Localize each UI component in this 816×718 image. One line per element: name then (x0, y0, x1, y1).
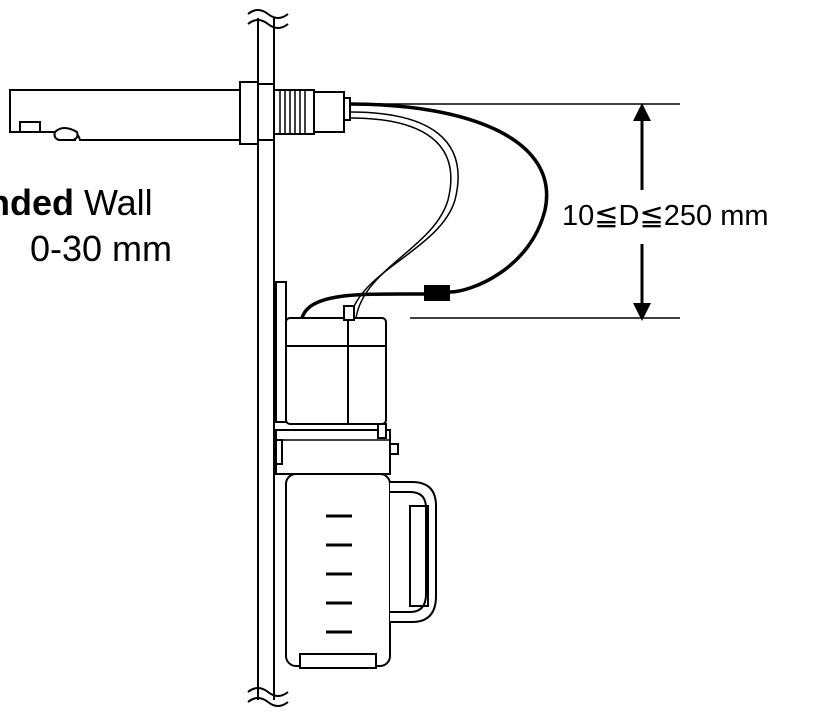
water-hose (349, 111, 459, 319)
level-marks (326, 514, 352, 634)
control-box (275, 281, 399, 475)
wall-label-rest: Wall (74, 182, 153, 223)
soap-container (285, 473, 437, 669)
wall-thickness-label: nded Wall 0-30 mm (0, 180, 172, 272)
wall-thickness-value: 0-30 mm (30, 228, 173, 269)
faucet-spout (9, 81, 259, 145)
distance-dimension-label: 10≦D≦250 mm (562, 200, 769, 232)
sensor-cable (300, 102, 549, 319)
wall-label-bold: nded (0, 182, 74, 223)
mounting-thread (257, 83, 351, 141)
cable-connector (424, 285, 450, 301)
